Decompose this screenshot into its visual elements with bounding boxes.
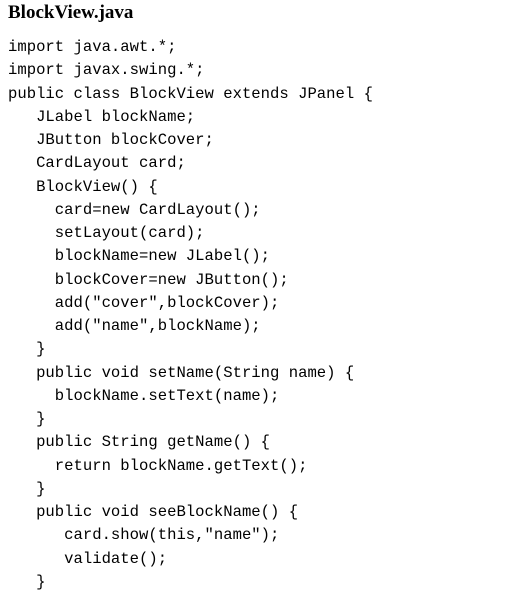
code-line: public void setName(String name) { — [8, 363, 355, 382]
code-line: import java.awt.*; — [8, 38, 177, 56]
code-line: } — [8, 410, 46, 428]
code-line: } — [8, 572, 46, 591]
code-line: CardLayout card; — [8, 154, 186, 173]
code-line: JLabel blockName; — [8, 107, 196, 126]
code-line: JButton blockCover; — [8, 131, 214, 149]
code-line: blockName.setText(name); — [8, 386, 280, 405]
code-line: } — [8, 340, 46, 359]
code-line: public class BlockView extends JPanel { — [8, 84, 373, 103]
code-line: card.show(this,"name"); — [8, 526, 280, 545]
code-line: import javax.swing.*; — [8, 61, 205, 80]
code-line: public String getName() { — [8, 433, 271, 452]
code-block: import java.awt.*; import javax.swing.*; p… — [8, 36, 373, 594]
code-line: } — [8, 479, 46, 498]
code-line: return blockName.getText(); — [8, 456, 308, 475]
code-line: setLayout(card); — [8, 224, 205, 242]
code-line: add("name",blockName); — [8, 317, 261, 335]
code-line: validate(); — [8, 549, 168, 568]
code-line: card=new CardLayout(); — [8, 200, 261, 219]
code-line: add("cover",blockCover); — [8, 293, 280, 312]
code-line: blockCover=new JButton(); — [8, 270, 289, 289]
file-title: BlockView.java — [8, 2, 134, 23]
code-line: blockName=new JLabel(); — [8, 247, 271, 266]
code-line: BlockView() { — [8, 177, 158, 196]
code-line: public void seeBlockName() { — [8, 503, 299, 521]
